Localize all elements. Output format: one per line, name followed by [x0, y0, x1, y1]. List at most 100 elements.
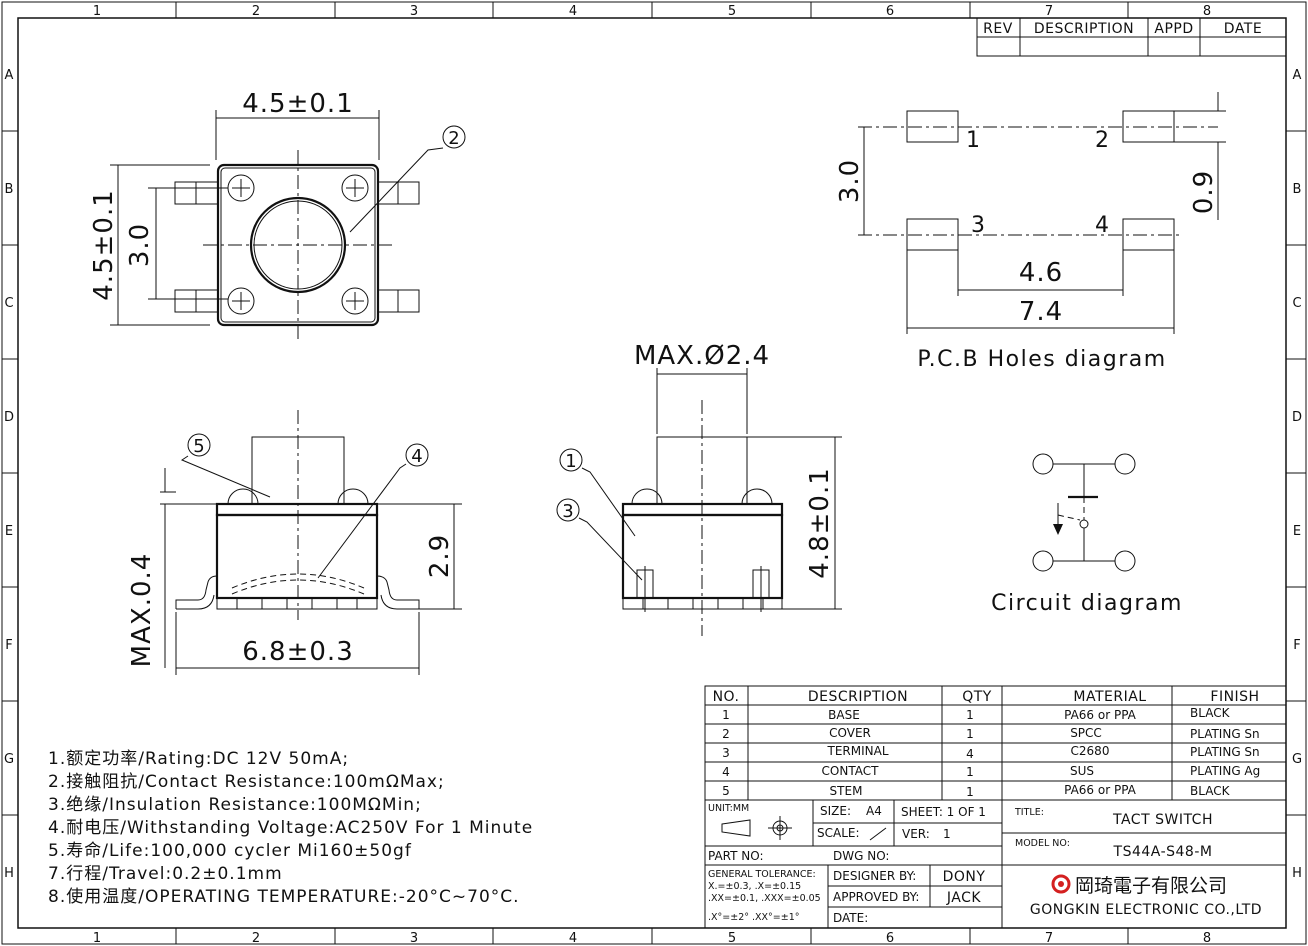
- bom-cell: TERMINAL: [826, 744, 888, 758]
- table-row: 4 CONTACT 1 SUS PLATING Ag: [722, 764, 1260, 779]
- balloon-2-label: 2: [448, 128, 459, 149]
- model-number: TS44A-S48-M: [1113, 844, 1213, 860]
- pin-2-label: 2: [1095, 128, 1109, 153]
- drawing-title: TACT SWITCH: [1112, 812, 1213, 828]
- bom-cell: C2680: [1071, 744, 1110, 758]
- date-label: DATE:: [833, 911, 868, 925]
- tolerance-line-3: .X°=±2° .XX°=±1°: [708, 912, 800, 923]
- dim-side-width: 6.8±0.3: [242, 637, 353, 667]
- bom-cell: COVER: [829, 726, 871, 740]
- bom-cell: 5: [722, 784, 730, 798]
- pin-1-label: 1: [966, 128, 980, 153]
- bom-cell: 4: [966, 747, 974, 761]
- balloon-4-label: 4: [411, 446, 422, 467]
- bom-cell: BLACK: [1190, 784, 1231, 798]
- dim-top-inner: 3.0: [125, 223, 155, 267]
- dim-stem-diameter: MAX.Ø2.4: [634, 341, 770, 371]
- size-value: A4: [866, 804, 882, 818]
- row-label: G: [1292, 752, 1302, 767]
- row-label: E: [1293, 524, 1301, 539]
- dwg-no-label: DWG NO:: [833, 849, 889, 863]
- dim-side-height: 2.9: [425, 534, 455, 578]
- row-label: D: [1292, 410, 1302, 425]
- row-label: D: [4, 410, 14, 425]
- bom-cell: 1: [722, 708, 730, 722]
- row-label: C: [4, 296, 13, 311]
- tolerance-line-1: X.=±0.3, .X=±0.15: [708, 881, 801, 892]
- balloon-4: [405, 443, 429, 467]
- dim-top-width: 4.5±0.1: [242, 89, 353, 119]
- balloon-3-label: 3: [562, 501, 573, 522]
- bom-cell: 3: [722, 746, 730, 760]
- approver-name: JACK: [946, 890, 981, 906]
- bom-header-finish: FINISH: [1210, 689, 1259, 705]
- row-label: E: [5, 524, 13, 539]
- spec-notes: 1.额定功率/Rating:DC 12V 50mA; 2.接触阻抗/Contac…: [48, 749, 533, 907]
- scale-value-slash: [869, 827, 887, 841]
- pcb-caption: P.C.B Holes diagram: [917, 347, 1166, 372]
- dim-pcb-height: 3.0: [835, 159, 865, 203]
- bom-table: NO. DESCRIPTION QTY MATERIAL FINISH 1 BA…: [704, 685, 1287, 801]
- rev-appd-header: APPD: [1154, 21, 1193, 37]
- note-item: 1.额定功率/Rating:DC 12V 50mA;: [48, 749, 349, 769]
- bom-cell: PA66 or PPA: [1064, 783, 1137, 797]
- bom-cell: 1: [966, 708, 974, 722]
- bom-cell: 1: [966, 765, 974, 779]
- note-item: 2.接触阻抗/Contact Resistance:100mΩMax;: [48, 772, 445, 792]
- col-label: 4: [569, 4, 577, 19]
- side-view-left: MAX.0.4 2.9 6.8±0.3 5 4: [127, 410, 462, 675]
- bom-header-material: MATERIAL: [1073, 689, 1146, 705]
- balloon-5-label: 5: [193, 436, 204, 457]
- note-item: 5.寿命/Life:100,000 cycler Mi160±50gf: [48, 841, 412, 861]
- row-label: A: [1293, 68, 1302, 83]
- col-label: 6: [886, 4, 894, 19]
- col-label: 1: [93, 931, 101, 946]
- row-label: B: [5, 182, 14, 197]
- balloon-3: [556, 498, 580, 522]
- note-item: 3.绝缘/Insulation Resistance:100MΩMin;: [48, 795, 422, 815]
- row-label: G: [4, 752, 14, 767]
- col-label: 8: [1203, 931, 1211, 946]
- scale-label: SCALE:: [817, 826, 860, 840]
- top-view: 4.5±0.1 4.5±0.1 3.0 2: [89, 89, 466, 340]
- note-item: 7.行程/Travel:0.2±0.1mm: [48, 864, 283, 884]
- part-no-label: PART NO:: [708, 849, 764, 863]
- col-label: 7: [1045, 4, 1053, 19]
- bom-header-description: DESCRIPTION: [808, 689, 908, 705]
- corner-marks: [227, 174, 369, 315]
- rev-header: REV: [983, 21, 1013, 37]
- model-label: MODEL NO:: [1015, 838, 1070, 849]
- col-label: 2: [252, 931, 260, 946]
- bom-cell: PLATING Sn: [1190, 727, 1260, 741]
- projection-symbol-icon: [721, 816, 792, 840]
- designer-label: DESIGNER BY:: [833, 869, 916, 883]
- balloon-1: [559, 448, 583, 472]
- bom-cell: 2: [722, 727, 730, 741]
- note-item: 4.耐电压/Withstanding Voltage:AC250V For 1 …: [48, 818, 533, 838]
- ver-label: VER:: [902, 827, 930, 841]
- dim-top-height: 4.5±0.1: [89, 189, 119, 300]
- row-label: F: [5, 638, 12, 653]
- tolerance-line-2: .XX=±0.1, .XXX=±0.05: [708, 893, 821, 904]
- approved-label: APPROVED BY:: [833, 890, 919, 904]
- terminal-leads: [174, 181, 420, 313]
- bom-cell: SUS: [1070, 764, 1094, 778]
- col-label: 7: [1045, 931, 1053, 946]
- balloon-2: [442, 125, 466, 149]
- circuit-diagram: Circuit diagram: [991, 453, 1181, 616]
- contact-dome: [231, 579, 365, 595]
- sheet-info: SHEET: 1 OF 1: [901, 805, 986, 819]
- col-label: 4: [569, 931, 577, 946]
- bom-cell: 1: [966, 727, 974, 741]
- size-label: SIZE:: [820, 804, 851, 818]
- col-label: 2: [252, 4, 260, 19]
- actuator-circle: [249, 196, 347, 294]
- dim-pcb-outer: 7.4: [1019, 297, 1063, 327]
- bom-cell: PA66 or PPA: [1064, 708, 1137, 722]
- bom-cell: SPCC: [1070, 726, 1102, 740]
- pcb-pad-4: [1122, 218, 1175, 251]
- company-name-en: GONGKIN ELECTRONIC CO.,LTD: [1030, 902, 1262, 918]
- col-label: 3: [410, 4, 418, 19]
- pcb-pad-2: [1122, 110, 1175, 143]
- base-outline: [215, 513, 379, 600]
